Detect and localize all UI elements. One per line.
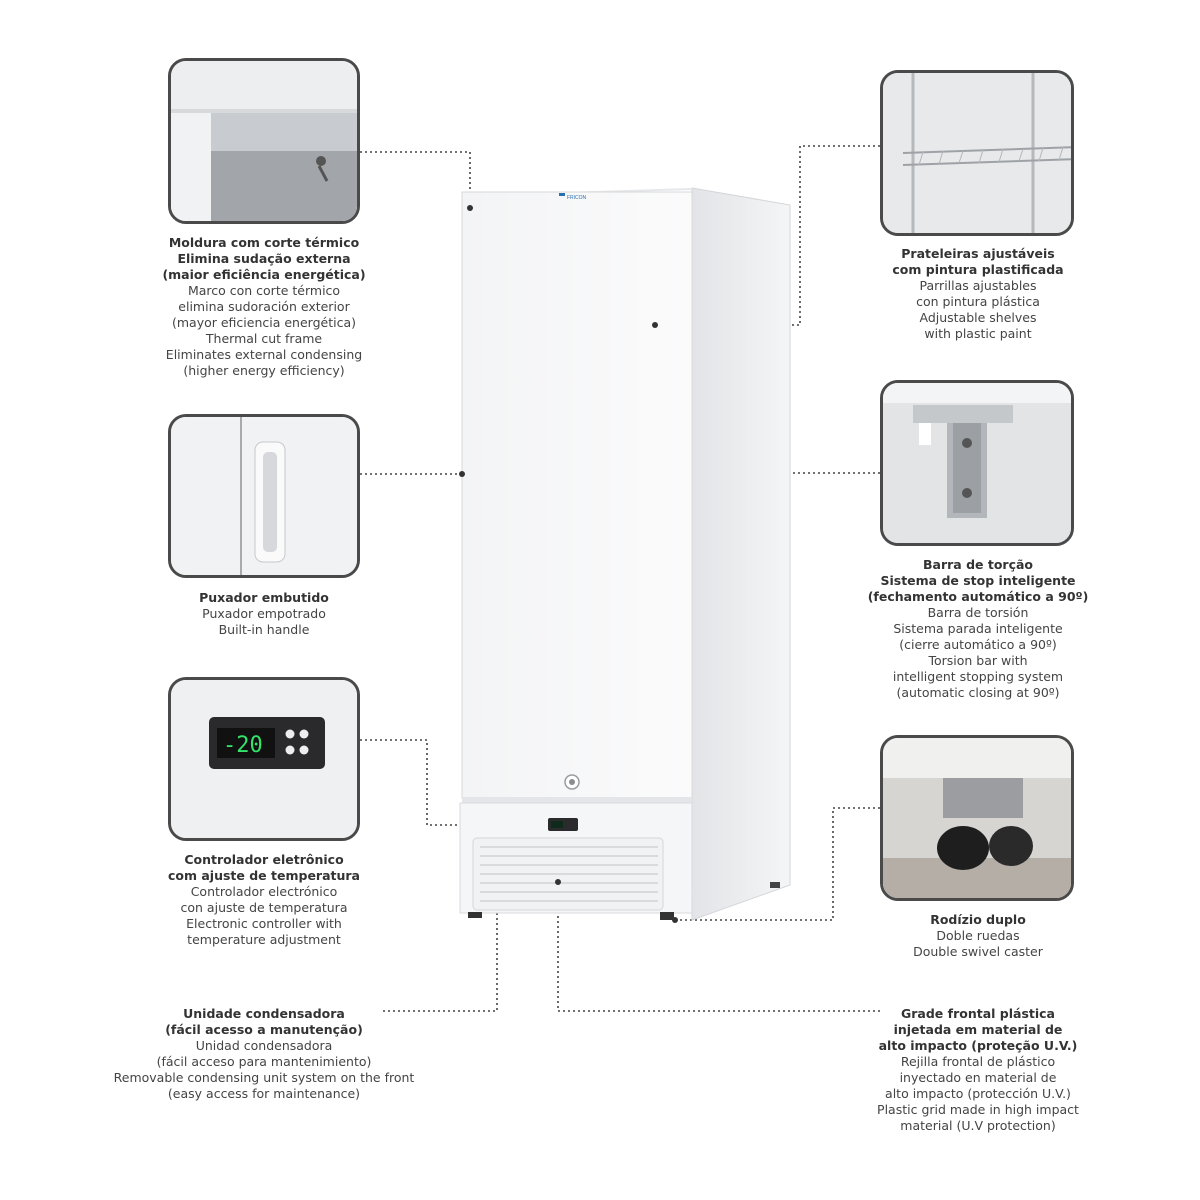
grid-caption: Grade frontal plástica injetada em mater… xyxy=(832,1006,1124,1134)
caster-marker xyxy=(672,917,678,923)
frame-text-2: elimina sudoración exterior xyxy=(178,299,350,314)
condenser-caption: Unidade condensadora (fácil acesso a man… xyxy=(108,1006,420,1102)
controller-text-4: temperature adjustment xyxy=(187,932,341,947)
condenser-text-2: (fácil acceso para mantenimiento) xyxy=(156,1054,372,1069)
front-grille xyxy=(472,837,664,911)
handle-text-2: Built-in handle xyxy=(218,622,310,637)
controller-text-2: con ajuste de temperatura xyxy=(180,900,348,915)
caster-text-1: Doble ruedas xyxy=(936,928,1020,943)
grid-marker xyxy=(555,879,561,885)
frame-title-1: Moldura com corte térmico xyxy=(168,235,360,250)
condenser-text-1: Unidad condensadora xyxy=(195,1038,333,1053)
handle-caption: Puxador embutido Puxador empotrado Built… xyxy=(120,590,408,638)
frame-photo xyxy=(168,58,360,224)
torsion-bar-photo xyxy=(880,380,1074,546)
frame-text-1: Marco con corte térmico xyxy=(187,283,341,298)
frame-text-6: (higher energy efficiency) xyxy=(183,363,345,378)
controller-photo: -20 xyxy=(168,677,360,841)
handle-marker xyxy=(459,471,465,477)
grid-title-2: injetada em material de xyxy=(893,1022,1063,1037)
grid-text-4: Plastic grid made in high impact xyxy=(877,1102,1079,1117)
grid-title-3: alto impacto (proteção U.V.) xyxy=(878,1038,1078,1053)
torsion-caption: Barra de torção Sistema de stop intelige… xyxy=(840,557,1116,701)
frame-text-4: Thermal cut frame xyxy=(205,331,323,346)
shelves-marker xyxy=(652,322,658,328)
handle-title: Puxador embutido xyxy=(199,590,329,605)
shelves-caption: Prateleiras ajustáveis com pintura plast… xyxy=(840,246,1116,342)
shelves-text-2: con pintura plástica xyxy=(916,294,1040,309)
frame-connector xyxy=(360,151,471,208)
condenser-text-3: Removable condensing unit system on the … xyxy=(113,1070,415,1085)
frame-marker xyxy=(467,205,473,211)
grid-text-3: alto impacto (protección U.V.) xyxy=(885,1086,1071,1101)
shelves-photo xyxy=(880,70,1074,236)
frame-caption: Moldura com corte térmico Elimina sudaçã… xyxy=(120,235,408,379)
handle-text-1: Puxador empotrado xyxy=(202,606,326,621)
torsion-title-2: Sistema de stop inteligente xyxy=(880,573,1076,588)
brand-logo-icon xyxy=(559,193,565,196)
foot-right xyxy=(660,912,674,920)
torsion-title-3: (fechamento automático a 90º) xyxy=(867,589,1089,604)
grid-connector xyxy=(557,882,880,1012)
foot-left xyxy=(468,912,482,918)
torsion-text-4: Torsion bar with xyxy=(928,653,1028,668)
condenser-title-2: (fácil acesso a manutenção) xyxy=(165,1022,363,1037)
controller-caption: Controlador eletrônico com ajuste de tem… xyxy=(120,852,408,948)
grid-text-2: inyectado en material de xyxy=(899,1070,1057,1085)
torsion-text-2: Sistema parada inteligente xyxy=(893,621,1063,636)
shelves-title-2: com pintura plastificada xyxy=(892,262,1064,277)
frame-text-5: Eliminates external condensing xyxy=(165,347,363,362)
shelves-text-4: with plastic paint xyxy=(924,326,1032,341)
shelves-text-1: Parrillas ajustables xyxy=(919,278,1037,293)
grid-text-1: Rejilla frontal de plástico xyxy=(900,1054,1056,1069)
frame-title-2: Elimina sudação externa xyxy=(177,251,351,266)
caster-text-2: Double swivel caster xyxy=(913,944,1043,959)
cabinet-side-panel xyxy=(691,187,791,921)
controller-title-1: Controlador eletrônico xyxy=(184,852,344,867)
shelves-title-1: Prateleiras ajustáveis xyxy=(901,246,1055,261)
torsion-text-6: (automatic closing at 90º) xyxy=(896,685,1060,700)
condenser-title-1: Unidade condensadora xyxy=(183,1006,345,1021)
condenser-text-4: (easy access for maintenance) xyxy=(167,1086,361,1101)
frame-text-3: (mayor eficiencia energética) xyxy=(171,315,356,330)
grid-title-1: Grade frontal plástica xyxy=(901,1006,1055,1021)
torsion-title-1: Barra de torção xyxy=(922,557,1034,572)
shelves-text-3: Adjustable shelves xyxy=(919,310,1037,325)
temperature-display: -20 xyxy=(223,733,263,758)
caster-title: Rodízio duplo xyxy=(930,912,1026,927)
grid-text-5: material (U.V protection) xyxy=(900,1118,1056,1133)
torsion-text-1: Barra de torsión xyxy=(927,605,1029,620)
controller-text-1: Controlador electrónico xyxy=(190,884,338,899)
controller-text-3: Electronic controller with xyxy=(186,916,342,931)
frame-title-3: (maior eficiência energética) xyxy=(162,267,366,282)
controller-title-2: com ajuste de temperatura xyxy=(168,868,360,883)
caster-caption: Rodízio duplo Doble ruedas Double swivel… xyxy=(840,912,1116,960)
torsion-text-5: intelligent stopping system xyxy=(892,669,1064,684)
handle-photo xyxy=(168,414,360,578)
torsion-text-3: (cierre automático a 90º) xyxy=(899,637,1057,652)
caster-photo xyxy=(880,735,1074,901)
brand-label: FRICON xyxy=(567,195,587,201)
freezer-door xyxy=(461,191,693,799)
